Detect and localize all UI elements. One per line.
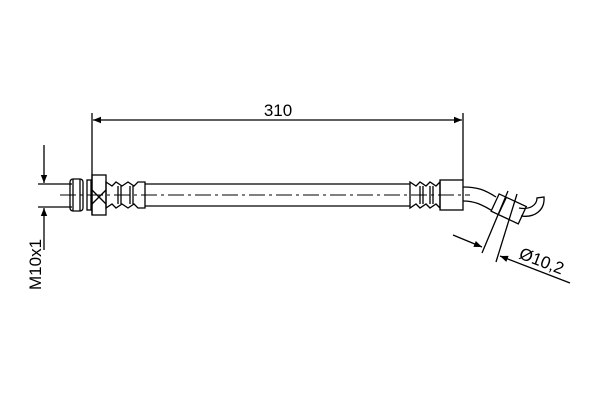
thread-dimension: M10x1 bbox=[26, 145, 72, 290]
arrow-right-icon bbox=[452, 234, 483, 248]
length-dimension: 310 bbox=[91, 101, 464, 215]
diameter-dimension: Ø10,2 bbox=[452, 190, 571, 284]
thread-label: M10x1 bbox=[26, 239, 45, 290]
left-fitting bbox=[69, 174, 146, 216]
diameter-label: Ø10,2 bbox=[517, 244, 567, 278]
right-fitting bbox=[409, 179, 545, 225]
hose-tube bbox=[145, 183, 410, 207]
arrow-left-icon bbox=[499, 255, 571, 284]
length-label: 310 bbox=[264, 101, 292, 120]
